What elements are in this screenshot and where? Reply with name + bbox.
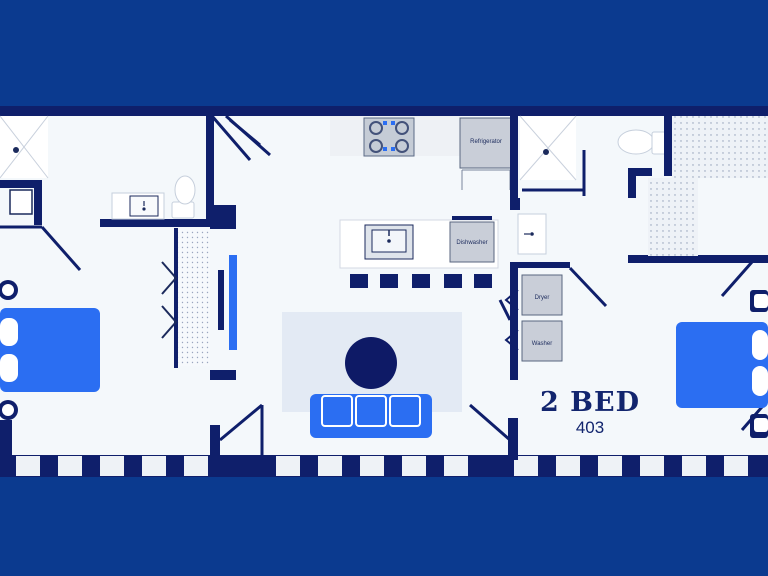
right-bath	[517, 115, 577, 255]
unit-type: 2 BED	[539, 387, 640, 418]
unit-label: 2 BED 403	[520, 388, 660, 438]
shower-icon	[13, 147, 19, 153]
left-wing-lines	[0, 114, 271, 460]
left-bath-fixtures	[111, 175, 196, 220]
sink-icon	[364, 224, 414, 260]
table-icon	[345, 337, 397, 389]
right-wing-walls	[628, 116, 768, 263]
dishwasher-label: Dishwasher	[456, 240, 487, 246]
top-wall	[0, 106, 768, 116]
right-closet-top	[672, 116, 768, 178]
island-stools	[350, 274, 492, 288]
dishwasher: Dishwasher	[449, 216, 495, 263]
left-shower	[0, 115, 49, 215]
dryer	[521, 274, 563, 316]
bed-icon	[676, 290, 768, 438]
laundry: Dryer Washer	[504, 274, 563, 362]
tv-icon	[218, 255, 237, 350]
toilet-icon	[171, 175, 196, 219]
kitchen-counter	[330, 116, 460, 157]
bottom-wall	[0, 455, 768, 477]
living-area	[282, 312, 462, 438]
washer-label: Washer	[532, 341, 552, 347]
left-wing-walls	[0, 116, 236, 460]
bed-icon	[0, 280, 100, 420]
right-closet	[648, 178, 698, 256]
left-closet	[161, 228, 210, 368]
sofa-icon	[310, 394, 432, 438]
refrigerator-label: Refrigerator	[470, 139, 502, 145]
kitchen-island: Dishwasher	[339, 216, 499, 288]
washer	[521, 320, 563, 362]
shower-icon	[543, 149, 549, 155]
stove-icon	[363, 117, 415, 157]
unit-number: 403	[575, 418, 605, 437]
center-right-walls	[508, 116, 570, 460]
dryer-label: Dryer	[535, 295, 550, 301]
toilet-icon	[617, 129, 667, 155]
